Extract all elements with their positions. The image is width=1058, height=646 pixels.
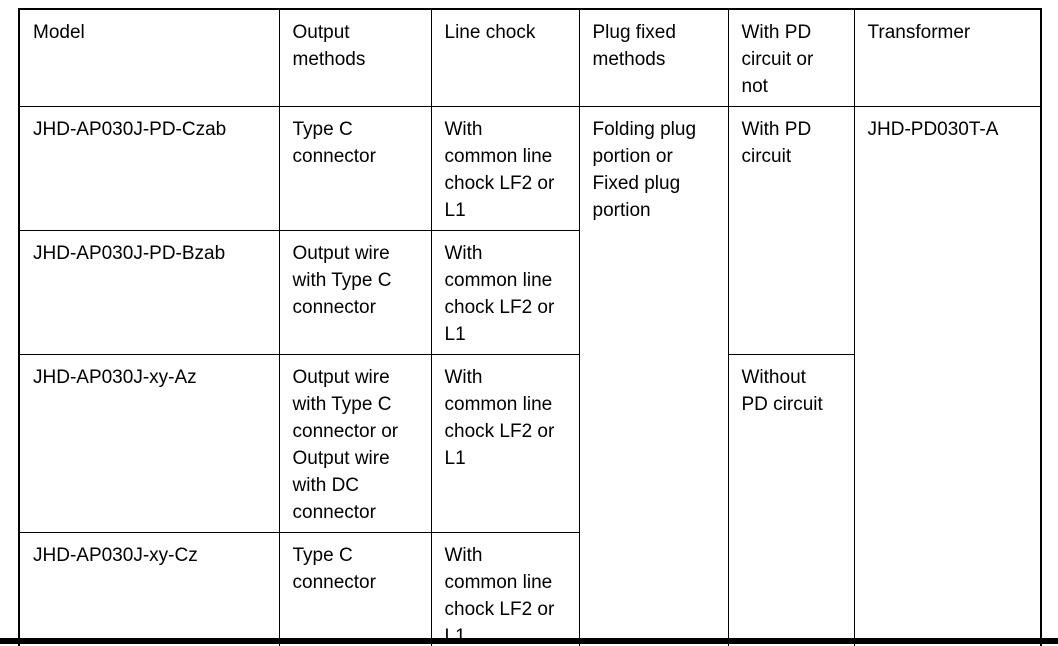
cell-with-pd-circuit: With PD circuit — [727, 106, 855, 355]
header-line-chock: Line chock — [430, 8, 580, 107]
table-row: JHD-AP030J-PD-Czab Type C connector With… — [18, 106, 1042, 646]
header-output-methods: Output methods — [278, 8, 432, 107]
header-plug-fixed-methods: Plug fixed methods — [578, 8, 729, 107]
cell-chock-2: With common line chock LF2 or L1 — [430, 230, 580, 355]
cell-output-4: Type C connector — [278, 532, 432, 646]
cell-output-1: Type C connector — [278, 106, 432, 231]
cell-chock-1: With common line chock LF2 or L1 — [430, 106, 580, 231]
header-transformer: Transformer — [853, 8, 1042, 107]
table-row: JHD-AP030J-xy-Az Output wire with Type C… — [18, 354, 1041, 646]
table-header-row: Model Output methods Line chock Plug fix… — [18, 8, 1042, 107]
cell-model-3: JHD-AP030J-xy-Az — [18, 354, 280, 533]
table-row: JHD-AP030J-PD-Bzab Output wire with Type… — [18, 230, 1041, 355]
cell-chock-3: With common line chock LF2 or L1 — [430, 354, 580, 533]
table-row: JHD-AP030J-xy-Cz Type C connector With c… — [18, 532, 1041, 646]
product-spec-table: Model Output methods Line chock Plug fix… — [18, 8, 1042, 646]
cell-transformer: JHD-PD030T-A — [853, 106, 1042, 646]
cell-model-2: JHD-AP030J-PD-Bzab — [18, 230, 280, 355]
cell-output-3: Output wire with Type C connector or Out… — [278, 354, 432, 533]
header-model: Model — [18, 8, 280, 107]
cell-chock-4: With common line chock LF2 or L1 — [430, 532, 580, 646]
header-pd-circuit: With PD circuit or not — [727, 8, 855, 107]
cell-plug-fixed-methods: Folding plug portion or Fixed plug porti… — [578, 106, 729, 646]
cell-model-4: JHD-AP030J-xy-Cz — [18, 532, 280, 646]
cell-without-pd-circuit: Without PD circuit — [727, 354, 855, 646]
cell-output-2: Output wire with Type C connector — [278, 230, 432, 355]
page-bottom-rule — [0, 638, 1058, 644]
cell-model-1: JHD-AP030J-PD-Czab — [18, 106, 280, 231]
